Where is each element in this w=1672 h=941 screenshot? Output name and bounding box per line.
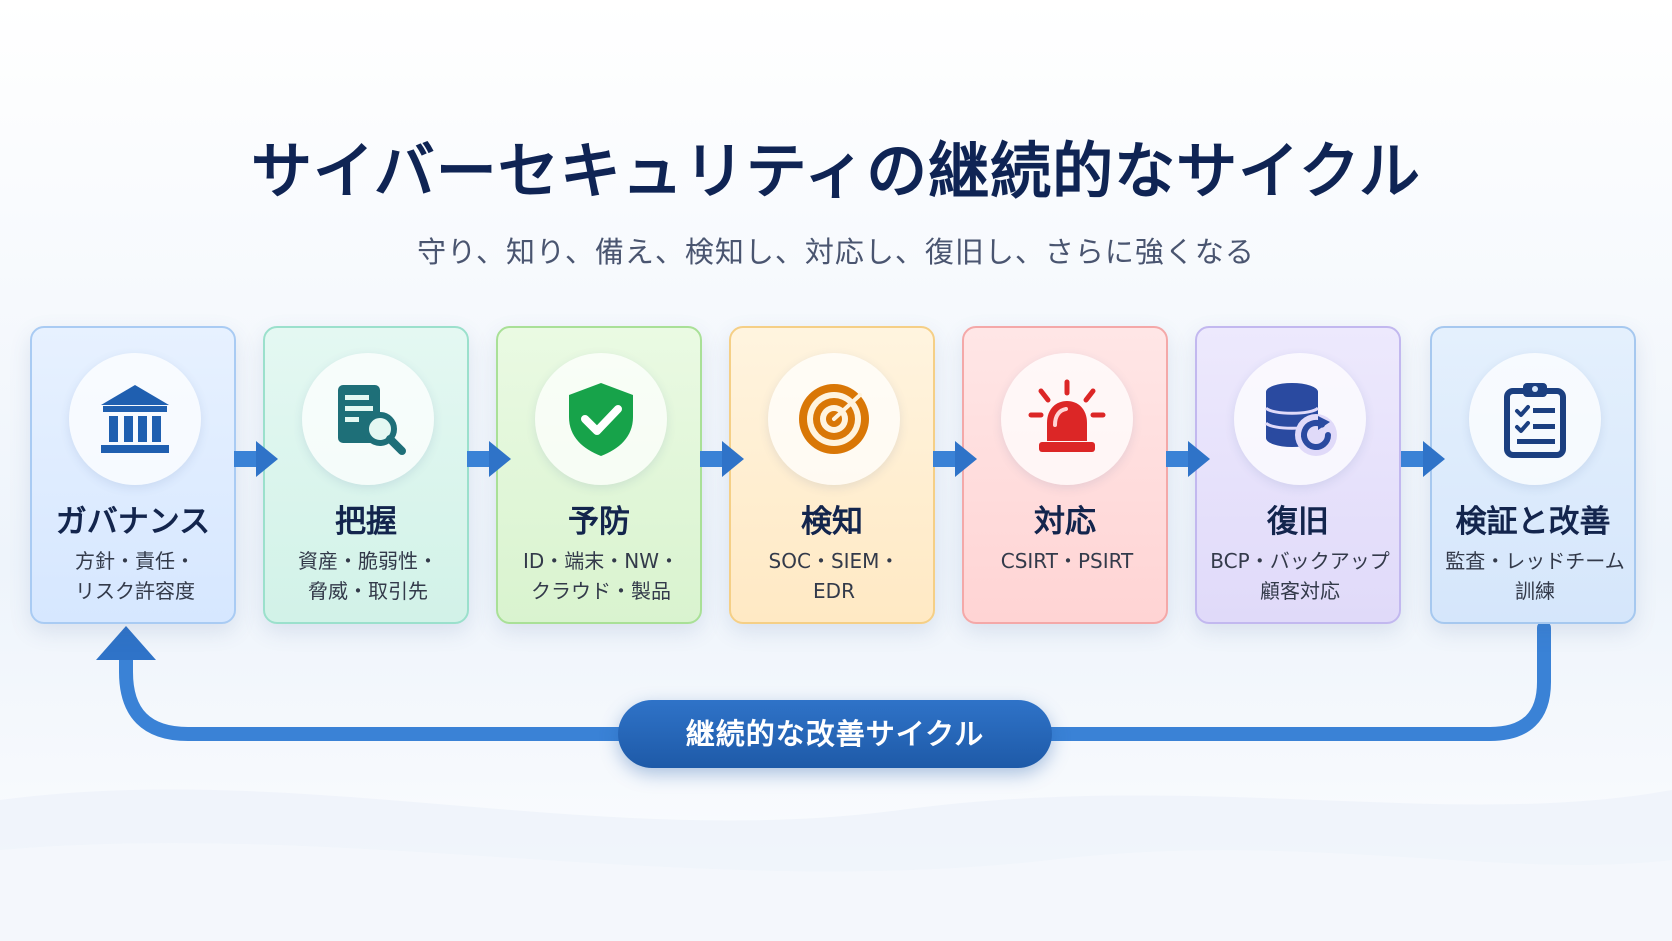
step-name: 予防 — [568, 504, 630, 540]
step-card-protect[interactable]: 予防 ID・端末・NW・ クラウド・製品 — [496, 326, 702, 624]
step-icon-badge — [302, 353, 434, 485]
step-description: 資産・脆弱性・ 脅威・取引先 — [298, 549, 438, 603]
arrow-right-icon — [1166, 441, 1210, 477]
arrow-right-icon — [1401, 441, 1445, 477]
arrow-right-icon — [933, 441, 977, 477]
step-name: 検証と改善 — [1455, 504, 1611, 540]
page-subtitle: 守り、知り、備え、検知し、対応し、復旧し、さらに強くなる — [417, 235, 1255, 269]
arrow-right-icon — [700, 441, 744, 477]
arrow-right-icon — [467, 441, 511, 477]
database-restore-icon — [1264, 383, 1337, 456]
step-icon-badge — [768, 353, 900, 485]
radar-target-icon — [799, 384, 869, 454]
step-name: 検知 — [801, 504, 863, 540]
step-description: 方針・責任・ リスク許容度 — [75, 549, 195, 603]
alarm-siren-icon — [1028, 379, 1106, 452]
step-card-recover[interactable]: 復旧 BCP・バックアップ 顧客対応 — [1195, 326, 1401, 624]
step-name: ガバナンス — [55, 504, 211, 540]
clipboard-checklist-icon — [1504, 383, 1566, 458]
step-name: 復旧 — [1267, 504, 1329, 540]
bank-icon — [101, 385, 169, 453]
step-description: BCP・バックアップ 顧客対応 — [1210, 549, 1390, 603]
step-name: 対応 — [1034, 504, 1096, 540]
step-name: 把握 — [335, 504, 397, 540]
page-title: サイバーセキュリティの継続的なサイクル — [250, 136, 1422, 207]
step-description: CSIRT・PSIRT — [1000, 549, 1134, 573]
step-description: 監査・レッドチーム 訓練 — [1445, 549, 1625, 603]
step-description: SOC・SIEM・ EDR — [768, 549, 900, 603]
step-card-review-improve[interactable]: 検証と改善 監査・レッドチーム 訓練 — [1430, 326, 1636, 624]
continuous-improvement-label: 継続的な改善サイクル — [618, 700, 1052, 768]
step-description: ID・端末・NW・ クラウド・製品 — [522, 549, 680, 603]
shield-check-icon — [569, 383, 633, 456]
step-icon-badge — [69, 353, 201, 485]
step-card-respond[interactable]: 対応 CSIRT・PSIRT — [962, 326, 1168, 624]
step-icon-badge — [1469, 353, 1601, 485]
arrow-right-icon — [234, 441, 278, 477]
step-icon-badge — [1234, 353, 1366, 485]
document-search-icon — [338, 385, 406, 455]
step-card-governance[interactable]: ガバナンス 方針・責任・ リスク許容度 — [30, 326, 236, 624]
step-card-detect[interactable]: 検知 SOC・SIEM・ EDR — [729, 326, 935, 624]
step-icon-badge — [535, 353, 667, 485]
step-icon-badge — [1001, 353, 1133, 485]
step-card-identify[interactable]: 把握 資産・脆弱性・ 脅威・取引先 — [263, 326, 469, 624]
